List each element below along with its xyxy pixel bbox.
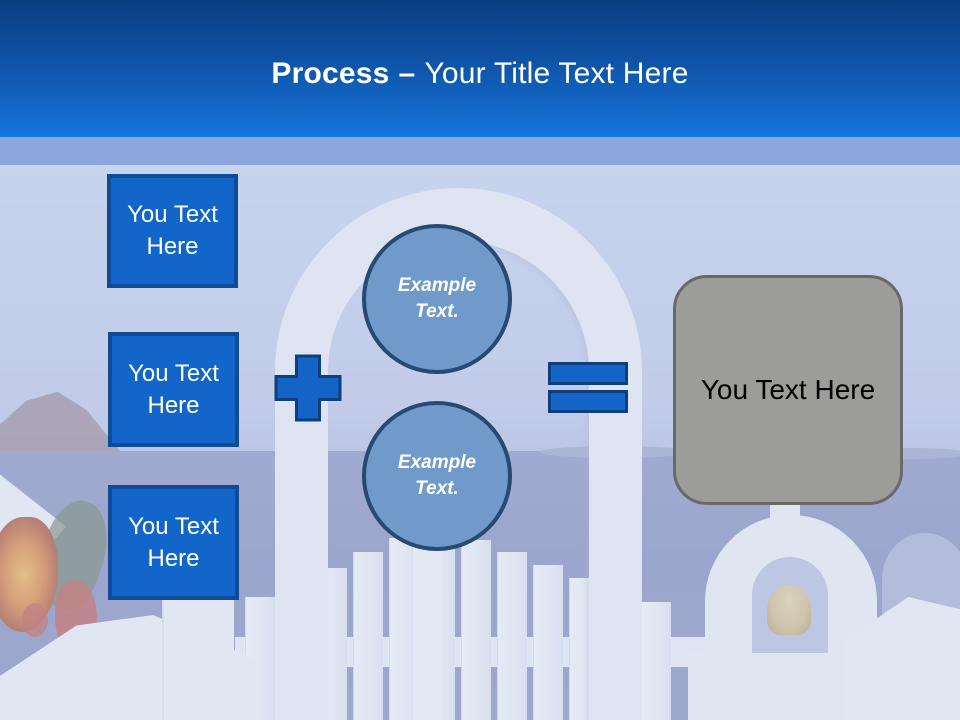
plus-icon[interactable] — [274, 354, 342, 422]
wall-pillar-graphic — [162, 597, 234, 720]
fence-slat — [641, 602, 671, 720]
example-circle-1-label: Example Text. — [397, 274, 477, 322]
example-circle-1[interactable]: Example Text. — [362, 224, 512, 374]
result-box[interactable]: You Text Here — [673, 275, 903, 505]
equals-icon[interactable] — [548, 390, 628, 413]
input-box-2[interactable]: You Text Here — [108, 332, 239, 447]
result-box-label: You Text Here — [700, 374, 876, 405]
input-box-2-label: You Text Here — [128, 359, 219, 419]
slide-title-bold: Process — [271, 56, 390, 90]
header-accent-strip — [0, 137, 960, 165]
title-band: Process–Your Title Text Here — [0, 0, 960, 137]
input-box-3[interactable]: You Text Here — [108, 485, 239, 600]
slide-title-rest: Your Title Text Here — [424, 56, 689, 90]
bell-graphic — [767, 585, 811, 635]
island-graphic — [850, 448, 960, 459]
example-circle-2-label: Example Text. — [397, 451, 477, 499]
input-box-3-label: You Text Here — [128, 512, 219, 572]
input-box-1[interactable]: You Text Here — [107, 174, 238, 288]
slide-title-dash: – — [398, 56, 416, 90]
example-circle-2[interactable]: Example Text. — [362, 401, 512, 551]
equals-icon[interactable] — [548, 362, 628, 385]
red-flower-graphic — [22, 603, 48, 637]
input-box-1-label: You Text Here — [127, 201, 218, 260]
slide-title: Process–Your Title Text Here — [271, 57, 688, 91]
